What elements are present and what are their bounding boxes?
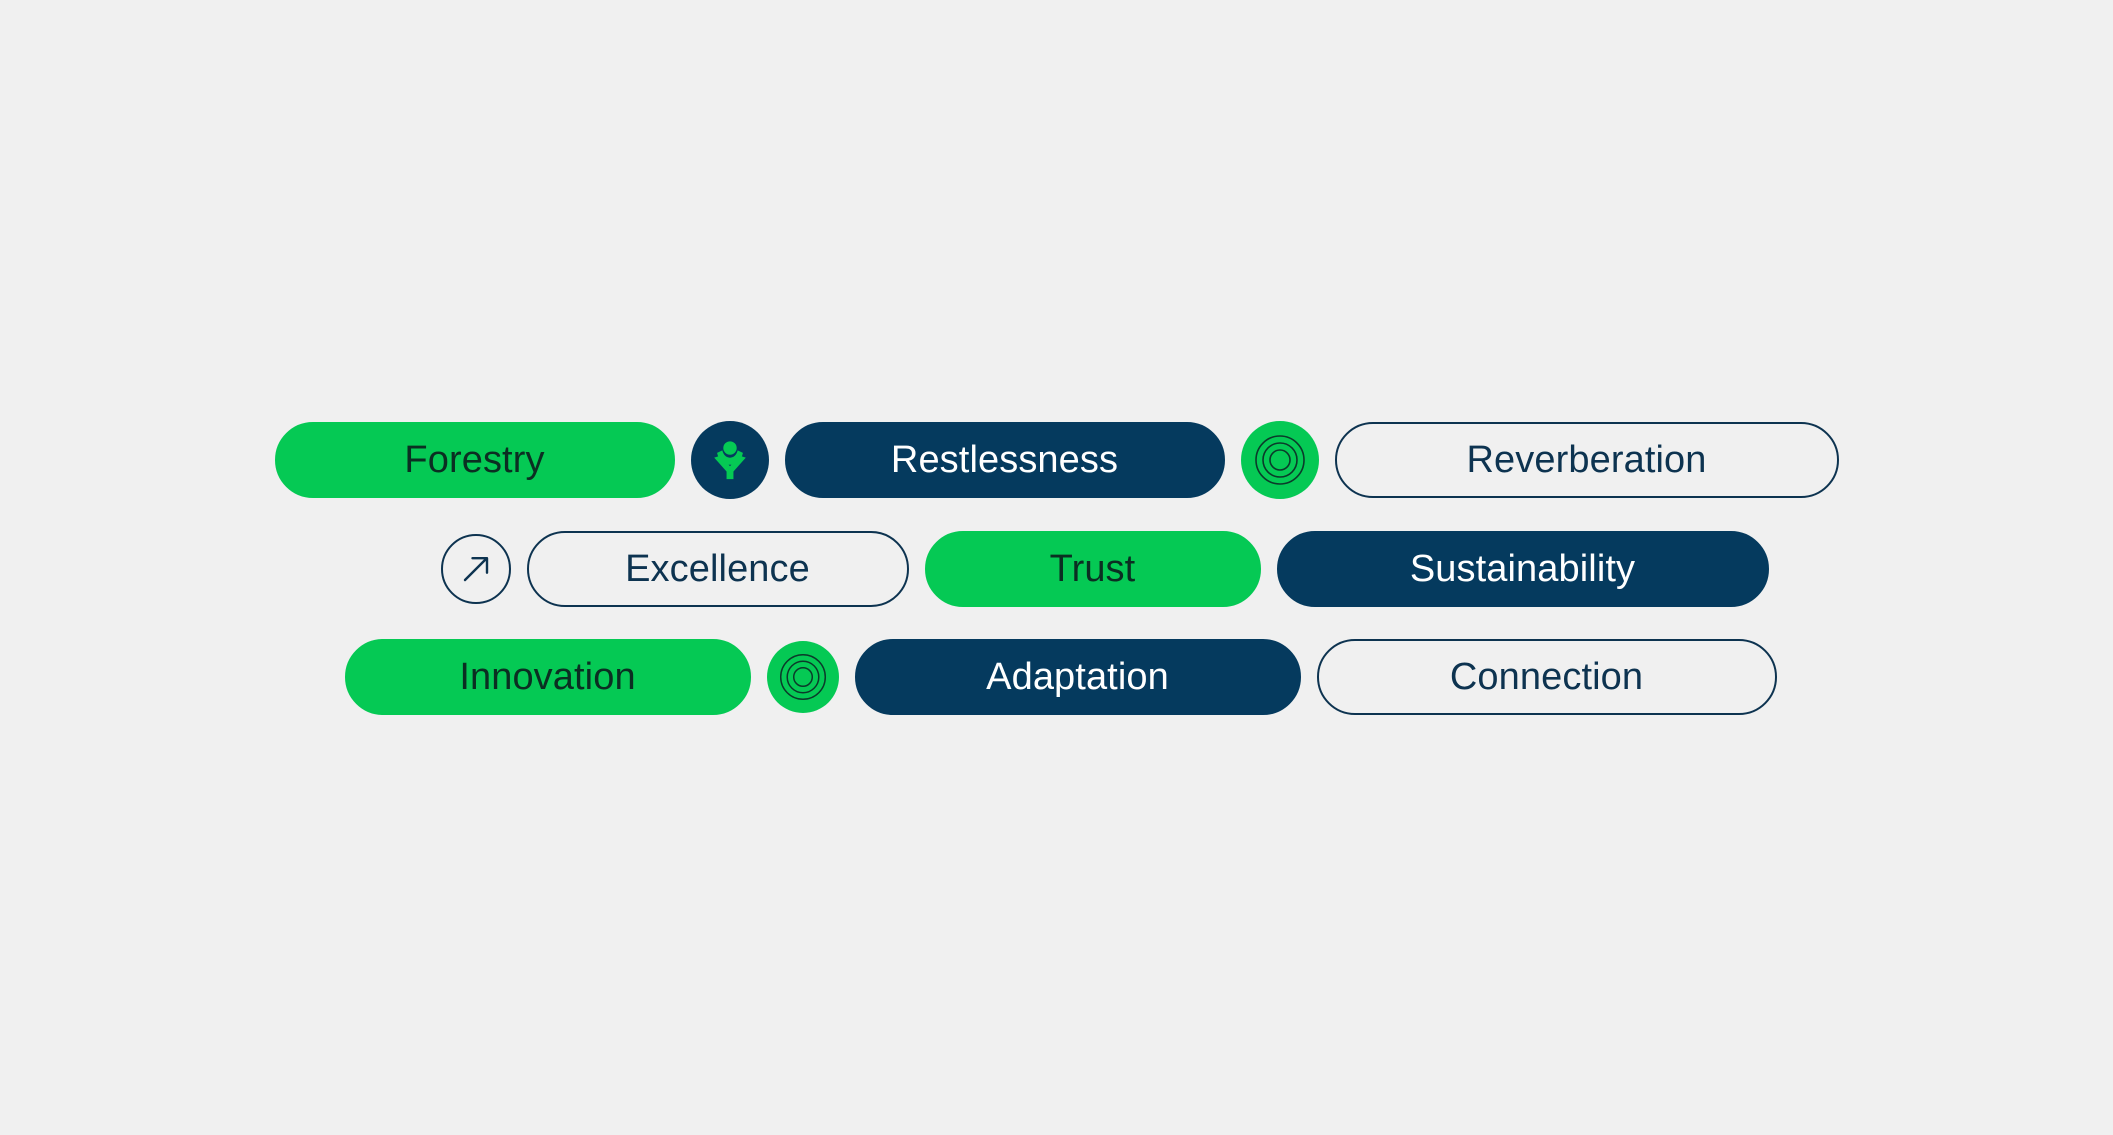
tag-forestry[interactable]: Forestry <box>274 421 675 498</box>
tag-row-1: Forestry Restlessness Reverberation <box>274 420 1839 499</box>
tag-restlessness[interactable]: Restlessness <box>784 421 1225 498</box>
tag-reverberation[interactable]: Reverberation <box>1334 421 1839 498</box>
tag-row-2: Excellence Trust Sustainability <box>345 530 1769 607</box>
tag-sustainability[interactable]: Sustainability <box>1276 530 1769 607</box>
target-rings-icon[interactable] <box>766 640 839 713</box>
tag-row-3: Innovation Adaptation Connection <box>337 638 1777 715</box>
tag-trust[interactable]: Trust <box>924 530 1261 607</box>
arrow-up-right-icon[interactable] <box>440 533 511 604</box>
tree-person-icon[interactable] <box>690 420 769 499</box>
tag-connection[interactable]: Connection <box>1316 638 1777 715</box>
tag-innovation[interactable]: Innovation <box>344 638 751 715</box>
target-rings-icon[interactable] <box>1240 420 1319 499</box>
tag-adaptation[interactable]: Adaptation <box>854 638 1301 715</box>
tag-excellence[interactable]: Excellence <box>526 530 909 607</box>
